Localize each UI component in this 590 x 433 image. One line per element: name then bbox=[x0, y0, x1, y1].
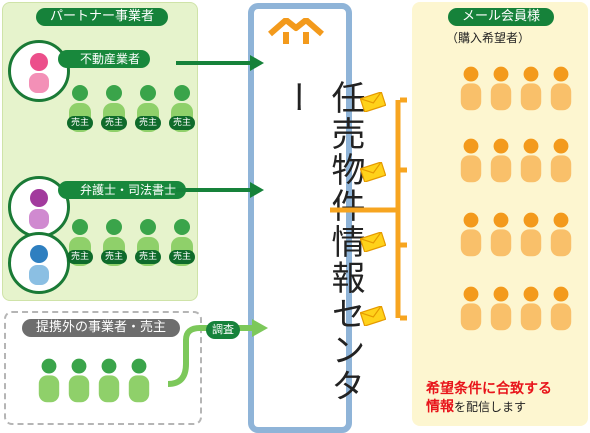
message-line2: 情報を配信します bbox=[426, 399, 527, 415]
outside-person bbox=[66, 354, 94, 406]
outside-person bbox=[96, 354, 124, 406]
seller-tag: 売主 bbox=[169, 116, 195, 130]
envelope-icon bbox=[359, 231, 387, 256]
seller-person: 売主 bbox=[66, 218, 94, 266]
seller-person: 売主 bbox=[168, 84, 196, 132]
member-person bbox=[458, 280, 486, 336]
member-person bbox=[458, 132, 486, 188]
member-person bbox=[548, 132, 576, 188]
seller-tag: 売主 bbox=[135, 250, 161, 264]
members-subtitle: （購入希望者） bbox=[446, 31, 531, 45]
legal-label: 弁護士・司法書士 bbox=[58, 181, 187, 199]
legal-avatar-blue bbox=[8, 232, 70, 294]
envelope-icon bbox=[359, 91, 387, 116]
outside-person bbox=[126, 354, 154, 406]
member-person bbox=[458, 60, 486, 116]
member-person bbox=[488, 280, 516, 336]
seller-person: 売主 bbox=[168, 218, 196, 266]
real-estate-avatar bbox=[8, 40, 70, 102]
delivery-message: 希望条件に合致する 情報を配信します bbox=[426, 380, 552, 416]
seller-person: 売主 bbox=[100, 218, 128, 266]
center-panel bbox=[248, 3, 352, 433]
member-person bbox=[518, 280, 546, 336]
seller-person: 売主 bbox=[100, 84, 128, 132]
seller-person: 売主 bbox=[134, 84, 162, 132]
members-title: メール会員様 bbox=[448, 8, 555, 26]
seller-tag: 売主 bbox=[101, 250, 127, 264]
member-person bbox=[488, 206, 516, 262]
member-person bbox=[488, 60, 516, 116]
seller-tag: 売主 bbox=[67, 116, 93, 130]
seller-person: 売主 bbox=[134, 218, 162, 266]
outside-group-title: 提携外の事業者・売主 bbox=[22, 319, 181, 337]
member-person bbox=[518, 132, 546, 188]
outside-person bbox=[36, 354, 64, 406]
house-logo-icon bbox=[268, 18, 324, 44]
message-line1: 希望条件に合致する bbox=[426, 381, 552, 397]
investigate-label: 調査 bbox=[206, 321, 240, 339]
member-person bbox=[488, 132, 516, 188]
seller-tag: 売主 bbox=[135, 116, 161, 130]
member-person bbox=[548, 280, 576, 336]
seller-tag: 売主 bbox=[67, 250, 93, 264]
member-person bbox=[518, 206, 546, 262]
real-estate-label: 不動産業者 bbox=[58, 50, 151, 68]
center-title: 任売物件情報センター bbox=[276, 80, 365, 404]
member-person bbox=[548, 206, 576, 262]
envelope-icon bbox=[359, 161, 387, 186]
seller-tag: 売主 bbox=[101, 116, 127, 130]
seller-person: 売主 bbox=[66, 84, 94, 132]
seller-tag: 売主 bbox=[169, 250, 195, 264]
envelope-icon bbox=[359, 305, 387, 330]
partner-group-title: パートナー事業者 bbox=[36, 8, 169, 26]
member-person bbox=[548, 60, 576, 116]
member-person bbox=[458, 206, 486, 262]
member-person bbox=[518, 60, 546, 116]
